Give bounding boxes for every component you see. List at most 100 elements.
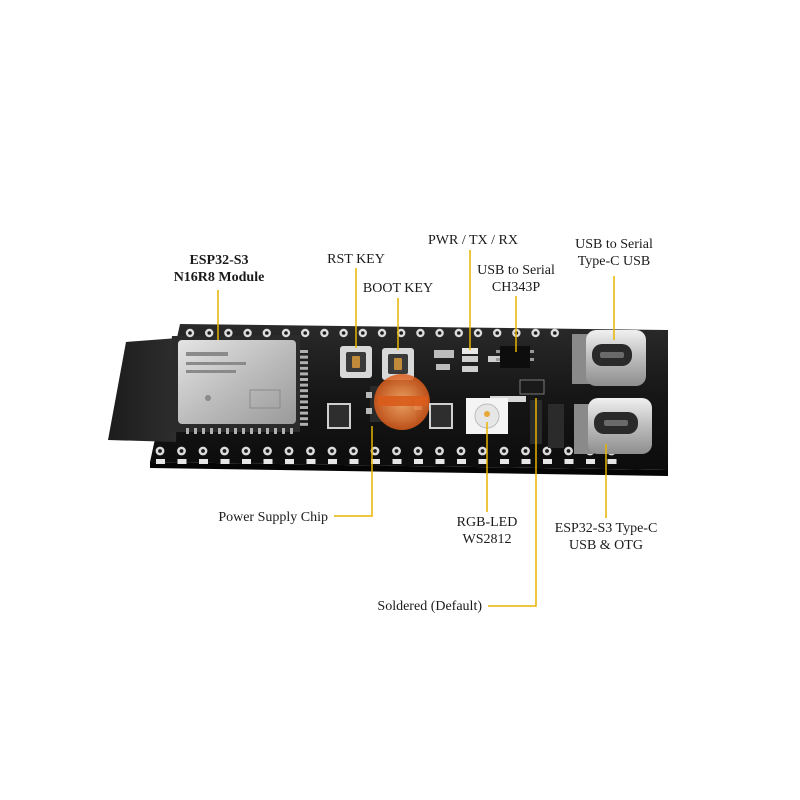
header-pin-hole (459, 449, 463, 453)
header-pin-hole (533, 331, 538, 335)
header-pin-hole (322, 331, 327, 335)
module-pad (226, 428, 229, 434)
header-pin-hole (287, 449, 291, 453)
header-pin-hole (201, 449, 205, 453)
module-pad (300, 378, 308, 381)
module-pad (234, 428, 237, 434)
leader-soldered (488, 398, 537, 607)
usb-c-otg-port-icon[interactable] (574, 398, 652, 454)
module-pad (300, 422, 308, 426)
module-pad (210, 428, 213, 434)
header-pin-hole (284, 331, 288, 335)
header-pin-hole (373, 449, 377, 453)
header-pin-hole (222, 449, 227, 453)
silk-mark (349, 459, 359, 464)
header-pins-top (185, 328, 559, 338)
module-pad (202, 428, 205, 434)
header-pin-hole (158, 449, 162, 453)
silk-mark (306, 459, 316, 464)
header-pin-hole (351, 449, 356, 453)
silk-mark (478, 459, 488, 464)
module-pad (258, 428, 261, 434)
header-pin-hole (244, 449, 248, 453)
leader-power-chip (334, 426, 373, 517)
silk-mark (543, 459, 552, 464)
label-usb-otg: ESP32-S3 Type-C USB & OTG (554, 521, 658, 553)
header-pin-hole (380, 331, 384, 335)
module-pad (300, 400, 308, 404)
silk-mark (392, 459, 402, 464)
silk-mark (263, 459, 273, 464)
module-pad (218, 428, 221, 434)
header-pin-hole (330, 449, 334, 453)
header-pin-hole (399, 331, 404, 335)
silk-mark (199, 459, 208, 464)
module-pads (186, 350, 308, 434)
header-pin-hole (566, 449, 571, 453)
module-pad (300, 372, 308, 376)
silk-mark (177, 459, 187, 464)
silk-mark (220, 459, 230, 464)
header-pin-hole (303, 331, 308, 335)
leader-lines (217, 250, 615, 607)
header-pin-hole (188, 331, 192, 335)
silk-mark (435, 459, 445, 464)
header-pin-hole (457, 331, 461, 335)
label-ch343p: USB to Serial CH343P (477, 263, 555, 295)
header-pin-hole (265, 331, 269, 335)
header-pin-hole (553, 331, 557, 335)
usb-c-port-icon[interactable] (572, 330, 646, 386)
label-usb-serial: USB to Serial Type-C USB (575, 237, 653, 269)
silkscreen-labels (156, 459, 617, 464)
module-pad (300, 366, 308, 370)
label-soldered-default: Soldered (Default) (377, 599, 482, 614)
silk-mark (521, 459, 531, 464)
header-pin-hole (245, 331, 250, 335)
silk-mark (457, 459, 466, 464)
header-pin-hole (502, 449, 506, 453)
header-pin-hole (226, 331, 231, 335)
header-pin-hole (545, 449, 549, 453)
silk-mark (500, 459, 509, 464)
header-pin-hole (416, 449, 420, 453)
silk-mark (564, 459, 574, 464)
header-pin-hole (495, 331, 500, 335)
module-pad (300, 350, 308, 353)
header-pin-hole (476, 331, 480, 335)
label-power-supply-chip: Power Supply Chip (218, 510, 328, 525)
module-pad (242, 428, 245, 434)
label-pwr-tx-rx: PWR / TX / RX (428, 233, 518, 248)
header-pin-hole (418, 331, 423, 335)
silk-mark (328, 459, 337, 464)
boot-button-icon[interactable] (382, 348, 414, 380)
module-pad (274, 428, 277, 434)
module-pad (250, 428, 253, 434)
ch343p-chip (496, 346, 545, 395)
module-pad (194, 428, 197, 434)
module-pad (300, 389, 308, 393)
header-pin-hole (341, 331, 346, 335)
watermark-banner (378, 396, 428, 406)
module-pad (300, 411, 308, 415)
header-pin-hole (207, 331, 211, 335)
module-pad (300, 355, 308, 359)
module-pad (300, 406, 308, 409)
module-pad (266, 428, 269, 434)
label-rgb-led: RGB-LED WS2812 (456, 515, 518, 547)
rst-button-icon[interactable] (340, 346, 372, 378)
header-pin-hole (480, 449, 485, 453)
silk-mark (414, 459, 423, 464)
module-pad (300, 417, 308, 421)
silk-mark (371, 459, 380, 464)
label-boot-key: BOOT KEY (362, 281, 434, 296)
header-pin-hole (523, 449, 528, 453)
module-pad (282, 428, 285, 434)
header-pin-hole (308, 449, 313, 453)
module-antenna (108, 338, 178, 442)
header-pin-hole (361, 331, 365, 335)
module-pad (186, 428, 189, 434)
header-pin-hole (437, 449, 442, 453)
silk-mark (156, 459, 165, 464)
silk-mark (242, 459, 251, 464)
